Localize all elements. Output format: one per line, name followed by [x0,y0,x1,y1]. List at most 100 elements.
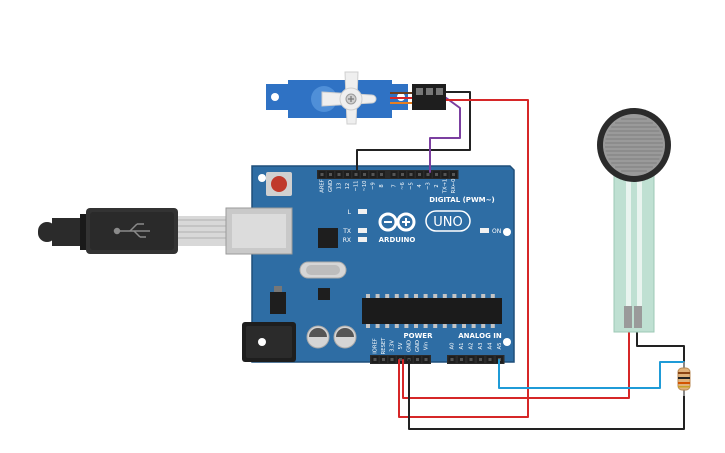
usb-chip [318,228,338,248]
pin-hole [392,173,396,176]
pin-label: A1 [459,343,465,350]
pin-hole [329,173,332,176]
pin-label: 3.3V [390,340,396,352]
chip-pin [375,324,380,328]
chip-pin [385,294,390,298]
chip-pin [490,294,495,298]
chip-pin [442,294,447,298]
pin-hole [426,173,430,176]
model-label: UNO [433,215,462,230]
wire-servo-gnd[interactable] [356,91,471,173]
voltage-regulator [270,292,286,314]
servo-motor[interactable] [266,71,446,125]
pin-label: 2 [434,184,440,187]
chip-pin [471,294,476,298]
pin-label: 13 [337,183,343,190]
chip-pin [414,294,418,298]
servo-connector[interactable] [412,84,446,110]
brand-label: ARDUINO [379,236,416,244]
pin-label: RX←0 [451,179,457,194]
mounting-hole [258,338,266,346]
force-sensitive-resistor[interactable] [597,108,671,333]
pin-hole [401,173,404,176]
pin-label: ~6 [400,182,406,190]
chip-pin [366,294,370,298]
chip-pin [394,324,399,328]
header-body [317,170,459,179]
wire-fsr-power[interactable] [402,327,630,399]
chip-pin [442,324,447,328]
chip-pin [366,324,370,328]
pin-label: GND [407,340,413,352]
pin-hole [443,173,447,176]
led-rx-label: RX [343,237,351,244]
chip-pin [375,294,380,298]
pin-label: ~3 [426,182,432,190]
pin-hole [373,358,377,361]
wire-resistor-gnd[interactable] [408,359,685,430]
pin-hole [390,358,394,361]
capacitor [306,325,330,349]
pin-label: ~11 [354,181,360,192]
model-badge: UNO [425,210,471,232]
pin-label: RESET [381,337,387,354]
chip-pin [404,294,409,298]
pin-label: GND [328,180,334,192]
reset-button[interactable] [266,172,292,196]
header-body [447,355,505,364]
pin-hole [452,173,455,176]
pin-label: A3 [478,343,484,350]
pin-label: A4 [488,342,494,350]
pin-label: GND [415,340,421,352]
chip-pin [404,324,409,328]
usb-icon [113,223,150,238]
pin-hole [399,358,402,361]
pin-label: Vin [424,342,430,350]
fsr-sensing-pattern [605,118,663,172]
resistor[interactable] [677,362,691,396]
chip-pin [452,294,457,298]
analog-header-label: ANALOG IN [458,332,502,340]
pin-label: 12 [345,183,351,190]
led-l-label: L [348,209,352,216]
wire-servo-signal[interactable] [429,91,461,173]
digital-header-label: DIGITAL (PWM~) [429,196,494,204]
pin-hole [435,173,438,176]
arduino-board[interactable]: L TX RX ON ARDUINO UNO DIGITAL (PWM~) AN… [225,165,515,364]
usb-cable[interactable] [38,208,230,254]
led-rx [358,237,367,242]
led-on [480,228,489,233]
led-l [358,209,367,214]
mounting-hole [258,174,266,182]
chip-pin [490,324,495,328]
servo-horn[interactable] [321,71,377,125]
chip-pin [394,294,399,298]
pin-label: 5V [398,342,404,349]
chip-pin [462,294,466,298]
crystal [299,261,347,279]
chip-pin [462,324,466,328]
pin-label: 8 [379,184,385,187]
pin-hole [337,173,341,176]
chip-pin [414,324,418,328]
pin-hole [409,173,413,176]
led-on-label: ON [492,228,501,235]
led-tx-label: TX [342,228,351,235]
wire-fsr-resistor[interactable] [636,327,685,363]
pin-label: 4 [417,184,423,188]
pin-hole [418,173,421,176]
wire-analog-signal[interactable] [498,359,685,389]
pin-label: TX→1 [443,179,449,194]
pin-label: 7 [392,184,398,187]
chip-pin [481,324,486,328]
pin-hole [363,173,366,176]
pin-label: AREF [320,179,326,192]
led-tx [358,228,367,233]
pin-hole [354,173,358,176]
wires [356,91,685,430]
wire-servo-power[interactable] [398,99,529,418]
pin-hole [382,358,385,361]
pin-hole [371,173,375,176]
